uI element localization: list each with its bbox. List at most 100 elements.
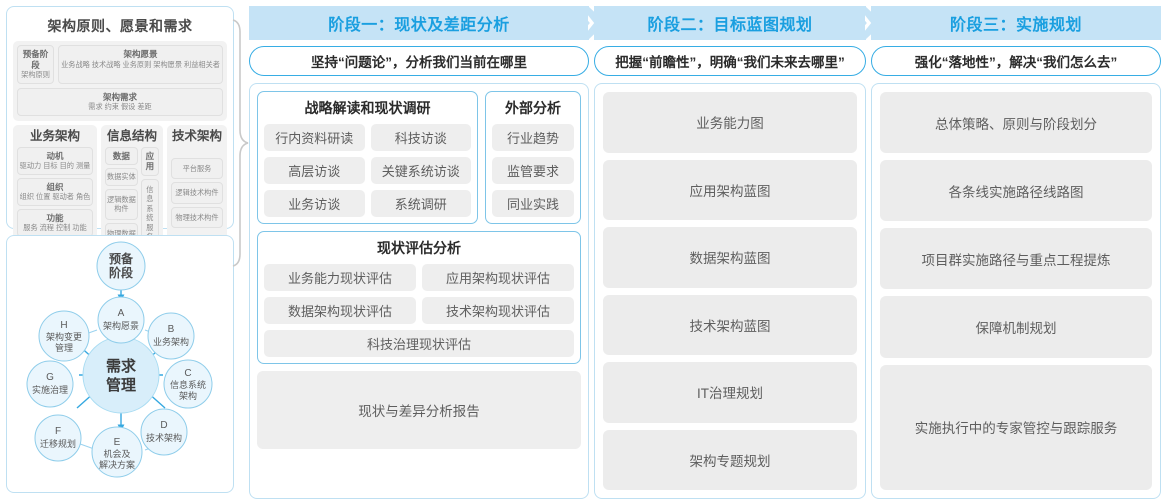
adm-node-b[interactable] [147, 312, 195, 360]
adm-node-a[interactable] [97, 296, 145, 344]
current-state-assessment-box: 现状评估分析 业务能力现状评估 应用架构现状评估 数据架构现状评估 技术架构现状… [257, 231, 581, 364]
strategy-row-1: 行内资料研读 科技访谈 [264, 124, 471, 151]
chip-business-capability-assessment[interactable]: 业务能力现状评估 [264, 264, 416, 291]
architecture-requirements-cell: 架构需求 需求 约束 假设 差距 [17, 87, 223, 116]
phase-1-body: 战略解读和现状调研 行内资料研读 科技访谈 高层访谈 关键系统访谈 业务访谈 系 [249, 83, 589, 499]
adm-node-e[interactable] [91, 426, 143, 478]
requirements-head: 架构需求 [102, 91, 137, 102]
adm-node-b-letter: B [168, 324, 175, 335]
phase-2-body: 业务能力图 应用架构蓝图 数据架构蓝图 技术架构蓝图 IT治理规划 架构专题规划 [594, 83, 866, 499]
prep-sub: 架构原则 [21, 70, 50, 79]
phase-1-subtitle: 坚持“问题论”，分析我们当前在哪里 [249, 46, 589, 76]
platform-service-cell: 平台服务 [171, 157, 223, 179]
adm-node-h-label2: 管理 [55, 342, 73, 353]
adm-node-prep[interactable] [96, 241, 146, 291]
chip-system-survey[interactable]: 系统调研 [370, 190, 471, 217]
phase-2-list: 业务能力图 应用架构蓝图 数据架构蓝图 技术架构蓝图 IT治理规划 架构专题规划 [603, 92, 857, 490]
phase-3-subtitle: 强化“落地性”，解决“我们怎么去” [871, 46, 1161, 76]
adm-cycle-card: 预备 阶段 需求 管理 A 架构愿景 B 业务架构 C 信息系统 架构 D 技术… [6, 235, 234, 493]
phase-3-body: 总体策略、原则与阶段划分 各条线实施路径线路图 项目群实施路径与重点工程提炼 保… [871, 83, 1161, 499]
chip-industry-trend[interactable]: 行业趋势 [492, 124, 574, 151]
application-head-cell: 应用 [140, 146, 159, 176]
phase-3-header: 阶段三：实施规划 [871, 6, 1161, 40]
chip-tech-governance-assessment[interactable]: 科技治理现状评估 [264, 330, 574, 357]
prep-head: 预备阶段 [22, 49, 49, 70]
chip-peer-practice[interactable]: 同业实践 [492, 190, 574, 217]
adm-prep-line2: 阶段 [109, 265, 134, 280]
phase-3-item-overall-strategy[interactable]: 总体策略、原则与阶段划分 [880, 92, 1152, 154]
adm-node-c[interactable] [163, 359, 213, 409]
phase-3-item-program-roadmap[interactable]: 项目群实施路径与重点工程提炼 [880, 228, 1152, 290]
adm-node-g-label: 实施治理 [32, 384, 68, 395]
chip-business-interview[interactable]: 业务访谈 [264, 190, 365, 217]
technology-architecture-title: 技术架构 [171, 128, 222, 143]
phase-2-item-technology-blueprint[interactable]: 技术架构蓝图 [603, 294, 857, 355]
phase-2-column: 阶段二：目标蓝图规划 把握“前瞻性”，明确“我们未来去哪里” 业务能力图 应用架… [594, 6, 883, 499]
business-architecture-groups: 动机 驱动力 目标 目的 测量 组织 组织 位置 驱动者 角色 功能 服务 流程… [17, 146, 93, 237]
external-analysis-chips: 行业趋势 监管要求 同业实践 [492, 124, 574, 217]
organization-cell: 组织 组织 位置 驱动者 角色 [17, 177, 93, 206]
vision-head: 架构愿景 [123, 49, 158, 59]
togaf-framework-card: 架构原则、愿景和需求 预备阶段 架构原则 架构愿景 业务战略 技术战略 业务原则… [6, 6, 234, 448]
adm-node-h-letter: H [60, 320, 67, 331]
adm-node-c-label1: 信息系统 [170, 379, 206, 390]
physical-technology-component-cell: 物理技术构件 [171, 206, 223, 228]
phase-3-item-support-mechanism-plan[interactable]: 保障机制规划 [880, 296, 1152, 358]
assessment-chips: 业务能力现状评估 应用架构现状评估 数据架构现状评估 技术架构现状评估 科技治理… [264, 264, 574, 357]
adm-node-a-letter: A [118, 308, 125, 319]
strategy-row-2: 高层访谈 关键系统访谈 [264, 157, 471, 184]
assessment-title: 现状评估分析 [377, 240, 461, 256]
chip-regulatory-requirement[interactable]: 监管要求 [492, 157, 574, 184]
phase-1-column: 阶段一：现状及差距分析 坚持“问题论”，分析我们当前在哪里 战略解读和现状调研 … [249, 6, 606, 499]
strategy-row-3: 业务访谈 系统调研 [264, 190, 471, 217]
adm-node-b-label: 业务架构 [153, 336, 189, 347]
chevron-right-icon [588, 6, 606, 40]
phase-2-item-application-blueprint[interactable]: 应用架构蓝图 [603, 159, 857, 220]
phase-2-item-architecture-topic-plan[interactable]: 架构专题规划 [603, 429, 857, 490]
phase-2-subtitle: 把握“前瞻性”，明确“我们未来去哪里” [594, 46, 866, 76]
adm-node-h[interactable] [38, 310, 90, 362]
assessment-row-1: 业务能力现状评估 应用架构现状评估 [264, 264, 574, 291]
adm-node-f[interactable] [34, 414, 82, 462]
logical-technology-component-cell: 逻辑技术构件 [171, 182, 223, 204]
vision-sub: 业务战略 技术战略 业务原则 架构愿景 利益相关者 [61, 59, 220, 69]
strategy-research-chips: 行内资料研读 科技访谈 高层访谈 关键系统访谈 业务访谈 系统调研 [264, 124, 471, 217]
adm-center-requirements[interactable] [82, 336, 160, 414]
chip-data-architecture-assessment[interactable]: 数据架构现状评估 [264, 297, 416, 324]
strategy-research-title: 战略解读和现状调研 [304, 100, 431, 116]
adm-cycle-diagram: 预备 阶段 需求 管理 A 架构愿景 B 业务架构 C 信息系统 架构 D 技术… [26, 241, 213, 478]
brace-connector [232, 19, 249, 267]
phase-2-item-business-capability-map[interactable]: 业务能力图 [603, 92, 857, 153]
chip-executive-interview[interactable]: 高层访谈 [264, 157, 365, 184]
adm-node-g-letter: G [46, 372, 54, 383]
data-head-cell: 数据 [105, 146, 138, 165]
chip-internal-doc-study[interactable]: 行内资料研读 [264, 124, 365, 151]
requirements-sub: 需求 约束 假设 差距 [88, 102, 152, 111]
external-analysis-title: 外部分析 [505, 100, 561, 116]
phase-3-item-expert-tracking-service[interactable]: 实施执行中的专家管控与跟踪服务 [880, 364, 1152, 490]
chip-application-architecture-assessment[interactable]: 应用架构现状评估 [422, 264, 574, 291]
adm-node-g[interactable] [26, 360, 74, 408]
external-analysis-box: 外部分析 行业趋势 监管要求 同业实践 [485, 91, 581, 224]
chip-tech-interview[interactable]: 科技访谈 [370, 124, 471, 151]
adm-center-line1: 需求 [106, 357, 137, 375]
chip-technology-architecture-assessment[interactable]: 技术架构现状评估 [422, 297, 574, 324]
phase-2-item-data-blueprint[interactable]: 数据架构蓝图 [603, 227, 857, 288]
phase-3-item-line-roadmap[interactable]: 各条线实施路径线路图 [880, 160, 1152, 222]
prep-vision-row: 预备阶段 架构原则 架构愿景 业务战略 技术战略 业务原则 架构愿景 利益相关者 [17, 45, 223, 84]
adm-center-line2: 管理 [106, 376, 136, 394]
adm-node-d[interactable] [140, 408, 188, 456]
phase-1-title: 阶段一：现状及差距分析 [328, 17, 510, 34]
data-entity-cell: 数据实体 [105, 168, 138, 186]
adm-node-c-label2: 架构 [179, 390, 197, 401]
technology-architecture-items: 平台服务 逻辑技术构件 物理技术构件 [171, 157, 223, 228]
adm-node-a-label: 架构愿景 [103, 320, 139, 331]
motivation-cell: 动机 驱动力 目标 目的 测量 [17, 146, 93, 175]
adm-node-c-letter: C [184, 368, 191, 379]
phase-2-item-it-governance-plan[interactable]: IT治理规划 [603, 362, 857, 423]
adm-node-e-label2: 解决方案 [99, 459, 135, 470]
gap-analysis-report-card[interactable]: 现状与差异分析报告 [257, 371, 581, 449]
chip-key-system-interview[interactable]: 关键系统访谈 [370, 157, 471, 184]
function-cell: 功能 服务 流程 控制 功能 [17, 208, 93, 237]
